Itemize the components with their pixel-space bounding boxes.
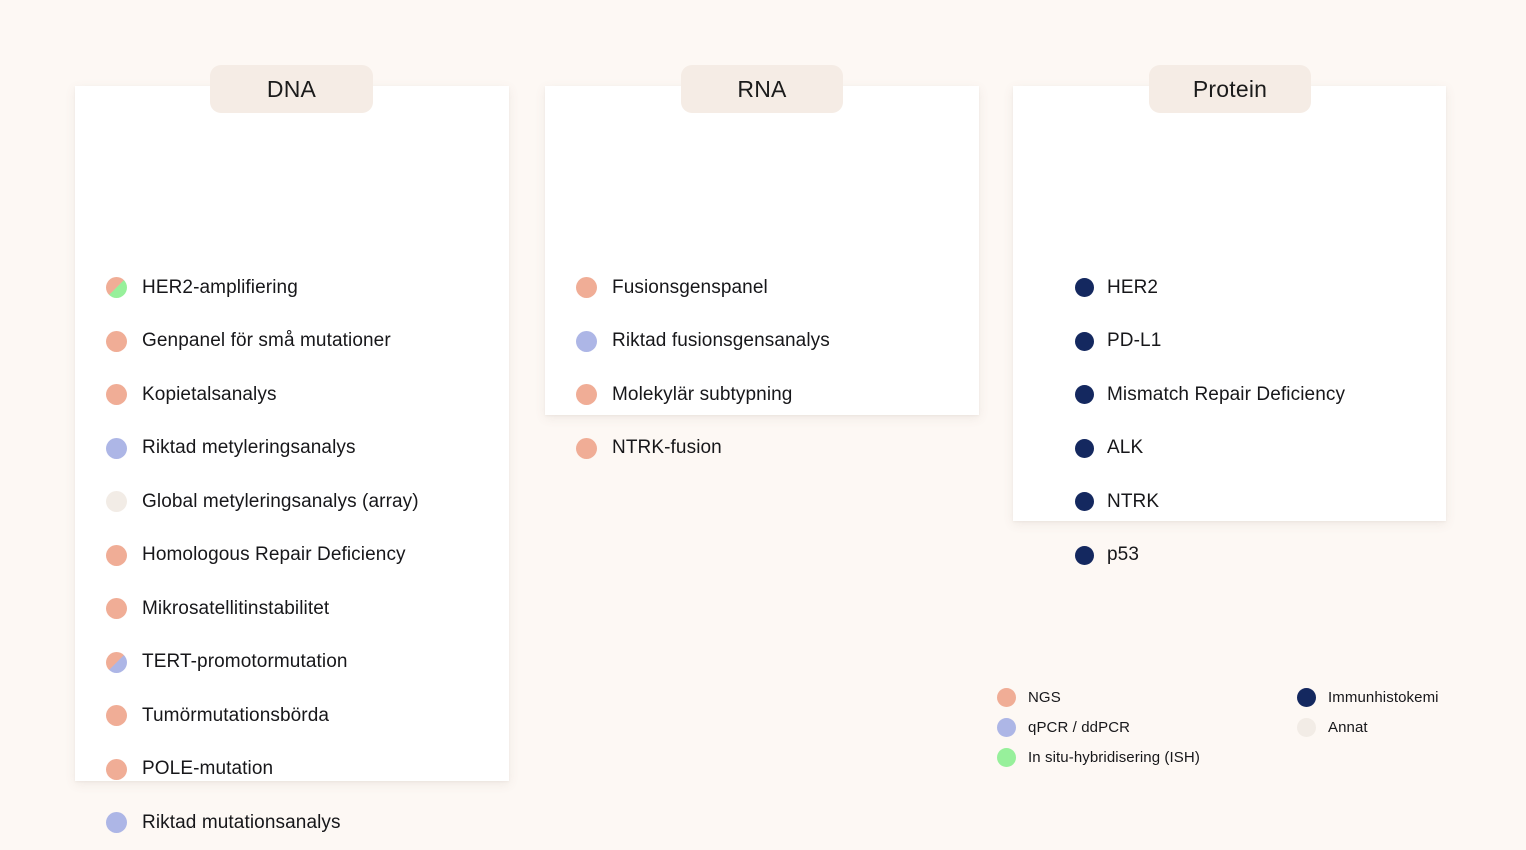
list-item-label: NTRK — [1107, 490, 1160, 512]
list-item-label: Genpanel för små mutationer — [142, 330, 391, 352]
list-item[interactable]: POLE-mutation — [75, 743, 509, 797]
legend-item: Immunhistokemi — [1297, 682, 1467, 712]
method-dot-icon — [106, 812, 127, 834]
legend-item: Annat — [1297, 712, 1467, 742]
list-item-label: NTRK-fusion — [612, 437, 722, 459]
list-item[interactable]: PD-L1 — [1013, 315, 1446, 369]
list-item-label: ALK — [1107, 437, 1144, 459]
list-item[interactable]: NTRK-fusion — [545, 422, 979, 476]
method-split-dot-icon — [106, 651, 127, 673]
method-dot-icon — [106, 384, 127, 406]
list-item[interactable]: NTRK — [1013, 475, 1446, 529]
legend-item-label: NGS — [1028, 688, 1061, 706]
list-item[interactable]: Homologous Repair Deficiency — [75, 529, 509, 583]
list-item-label: Riktad metyleringsanalys — [142, 437, 356, 459]
panel-tab-dna[interactable]: DNA — [210, 65, 373, 113]
method-dot-icon — [1075, 545, 1094, 565]
list-item-label: Tumörmutationsbörda — [142, 704, 330, 726]
panel-tab-protein[interactable]: Protein — [1149, 65, 1311, 113]
list-item[interactable]: Fusionsgenspanel — [545, 261, 979, 315]
list-item[interactable]: Riktad mutationsanalys — [75, 796, 509, 850]
list-item-label: p53 — [1107, 544, 1140, 566]
method-dot-icon — [106, 437, 127, 459]
method-split-dot-icon — [106, 277, 127, 299]
list-item-label: Global metyleringsanalys (array) — [142, 490, 419, 512]
legend-left-dot-icon — [997, 747, 1016, 767]
method-dot-icon — [1075, 438, 1094, 458]
method-dot-icon — [106, 705, 127, 727]
method-dot-icon — [1075, 492, 1094, 512]
legend-left-dot-icon — [997, 687, 1016, 707]
list-item-label: Riktad fusionsgensanalys — [612, 330, 830, 352]
method-dot-icon — [1075, 385, 1094, 405]
list-item[interactable]: Global metyleringsanalys (array) — [75, 475, 509, 529]
list-item[interactable]: Kopietalsanalys — [75, 368, 509, 422]
legend-item: NGS — [997, 682, 1297, 712]
list-item[interactable]: Riktad metyleringsanalys — [75, 422, 509, 476]
method-dot-icon — [106, 544, 127, 566]
list-item[interactable]: TERT-promotormutation — [75, 636, 509, 690]
list-item-label: POLE-mutation — [142, 758, 274, 780]
legend-item-label: In situ-hybridisering (ISH) — [1028, 748, 1200, 766]
list-item[interactable]: Riktad fusionsgensanalys — [545, 315, 979, 369]
list-item-label: Fusionsgenspanel — [612, 276, 768, 298]
method-dot-icon — [1075, 278, 1094, 298]
legend-item: In situ-hybridisering (ISH) — [997, 742, 1297, 772]
legend: NGS qPCR / ddPCR In situ-hybridisering (IS… — [997, 682, 1467, 772]
legend-item: qPCR / ddPCR — [997, 712, 1297, 742]
legend-left-dot-icon — [997, 717, 1016, 737]
list-item-label: TERT-promotormutation — [142, 651, 348, 673]
legend-right-dot-icon — [1297, 717, 1316, 737]
list-item-label: PD-L1 — [1107, 330, 1162, 352]
method-dot-icon — [1075, 331, 1094, 351]
list-item[interactable]: Tumörmutationsbörda — [75, 689, 509, 743]
method-dot-icon — [576, 437, 597, 459]
list-item[interactable]: HER2-amplifiering — [75, 261, 509, 315]
list-item-label: Molekylär subtypning — [612, 383, 793, 405]
method-dot-icon — [576, 277, 597, 299]
list-item-label: HER2 — [1107, 276, 1159, 298]
method-dot-icon — [106, 598, 127, 620]
method-dot-icon — [106, 491, 127, 513]
legend-right-dot-icon — [1297, 687, 1316, 707]
list-item-label: HER2-amplifiering — [142, 276, 298, 298]
list-item-label: Homologous Repair Deficiency — [142, 544, 406, 566]
legend-item-label: Immunhistokemi — [1328, 688, 1439, 706]
list-item[interactable]: p53 — [1013, 529, 1446, 583]
list-item[interactable]: Mikrosatellitinstabilitet — [75, 582, 509, 636]
legend-item-label: Annat — [1328, 718, 1368, 736]
list-item[interactable]: Molekylär subtypning — [545, 368, 979, 422]
method-dot-icon — [106, 758, 127, 780]
list-item[interactable]: HER2 — [1013, 261, 1446, 315]
legend-item-label: qPCR / ddPCR — [1028, 718, 1131, 736]
panel-tab-rna[interactable]: RNA — [681, 65, 843, 113]
list-item[interactable]: ALK — [1013, 422, 1446, 476]
method-dot-icon — [576, 330, 597, 352]
list-item-label: Kopietalsanalys — [142, 383, 277, 405]
list-item[interactable]: Genpanel för små mutationer — [75, 315, 509, 369]
legend-column-left: NGS qPCR / ddPCR In situ-hybridisering (IS… — [997, 682, 1297, 772]
method-dot-icon — [106, 330, 127, 352]
list-item-label: Mikrosatellitinstabilitet — [142, 597, 330, 619]
list-item[interactable]: Mismatch Repair Deficiency — [1013, 368, 1446, 422]
method-dot-icon — [576, 384, 597, 406]
list-item-label: Riktad mutationsanalys — [142, 811, 341, 833]
list-item-label: Mismatch Repair Deficiency — [1107, 383, 1346, 405]
